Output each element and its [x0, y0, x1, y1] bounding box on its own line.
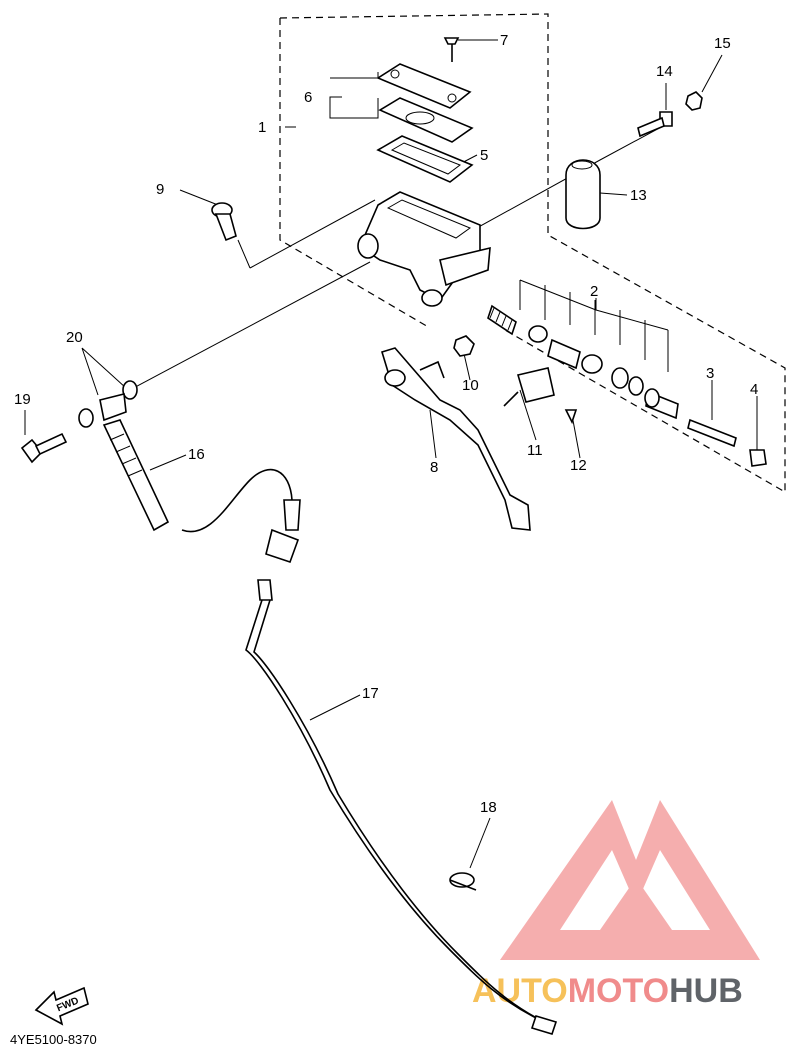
reservoir-group-box — [279, 13, 786, 494]
part-10-nut — [453, 335, 475, 357]
watermark-hub: HUB — [669, 972, 743, 1010]
master-cylinder-body — [357, 191, 491, 307]
callout-6: 6 — [304, 89, 312, 106]
callout-1: 1 — [258, 119, 266, 136]
part-16-hose — [99, 393, 301, 564]
callout-16: 16 — [188, 446, 205, 463]
part-15-nut — [685, 91, 703, 111]
part-19-union-bolt — [20, 432, 68, 464]
part-9-banjo-bolt — [211, 202, 237, 242]
part-5-diaphragm-plate — [376, 135, 474, 183]
part-3-push-rod — [687, 418, 737, 448]
callout-11: 11 — [527, 442, 543, 459]
callout-3: 3 — [706, 365, 714, 382]
callout-8: 8 — [430, 459, 438, 476]
diagram-code: 4YE5100-8370 — [10, 1032, 97, 1047]
callout-14: 14 — [656, 63, 673, 80]
callout-5: 5 — [480, 147, 488, 164]
callout-9: 9 — [156, 181, 164, 198]
part-13-holder-clamp — [565, 159, 601, 230]
callouts: 1 2 3 4 5 6 7 8 9 10 11 12 13 14 15 16 1… — [14, 32, 758, 816]
part-4-boot — [749, 449, 767, 467]
part-8-lever — [381, 347, 531, 531]
callout-17: 17 — [362, 685, 379, 702]
callout-13: 13 — [630, 187, 647, 204]
callout-15: 15 — [714, 35, 731, 52]
callout-20: 20 — [66, 329, 83, 346]
callout-7: 7 — [500, 32, 508, 49]
part-7-screw — [443, 37, 460, 62]
part-2-piston-kit — [487, 304, 679, 420]
part-20-washers — [78, 380, 138, 428]
watermark-logo — [500, 800, 760, 960]
fwd-arrow-icon: FWD — [34, 986, 89, 1026]
watermark-text: AUTOMOTOHUB — [472, 972, 743, 1010]
part-6-reservoir-cap — [376, 63, 474, 143]
part-17-brake-pipe — [245, 579, 558, 1035]
callout-18: 18 — [480, 799, 497, 816]
callout-19: 19 — [14, 391, 31, 408]
part-14-bolt — [637, 111, 673, 138]
part-11-switch — [503, 367, 555, 407]
part-12-screw — [564, 409, 578, 425]
callout-12: 12 — [570, 457, 587, 474]
callout-4: 4 — [750, 381, 758, 398]
part-18-clip — [449, 872, 477, 891]
callout-10: 10 — [462, 377, 479, 394]
watermark-auto: AUTO — [472, 972, 568, 1010]
watermark-moto: MOTO — [568, 972, 669, 1010]
svg-text:AUTOMOTOHUB: AUTOMOTOHUB — [472, 972, 743, 1010]
callout-2: 2 — [590, 283, 598, 300]
